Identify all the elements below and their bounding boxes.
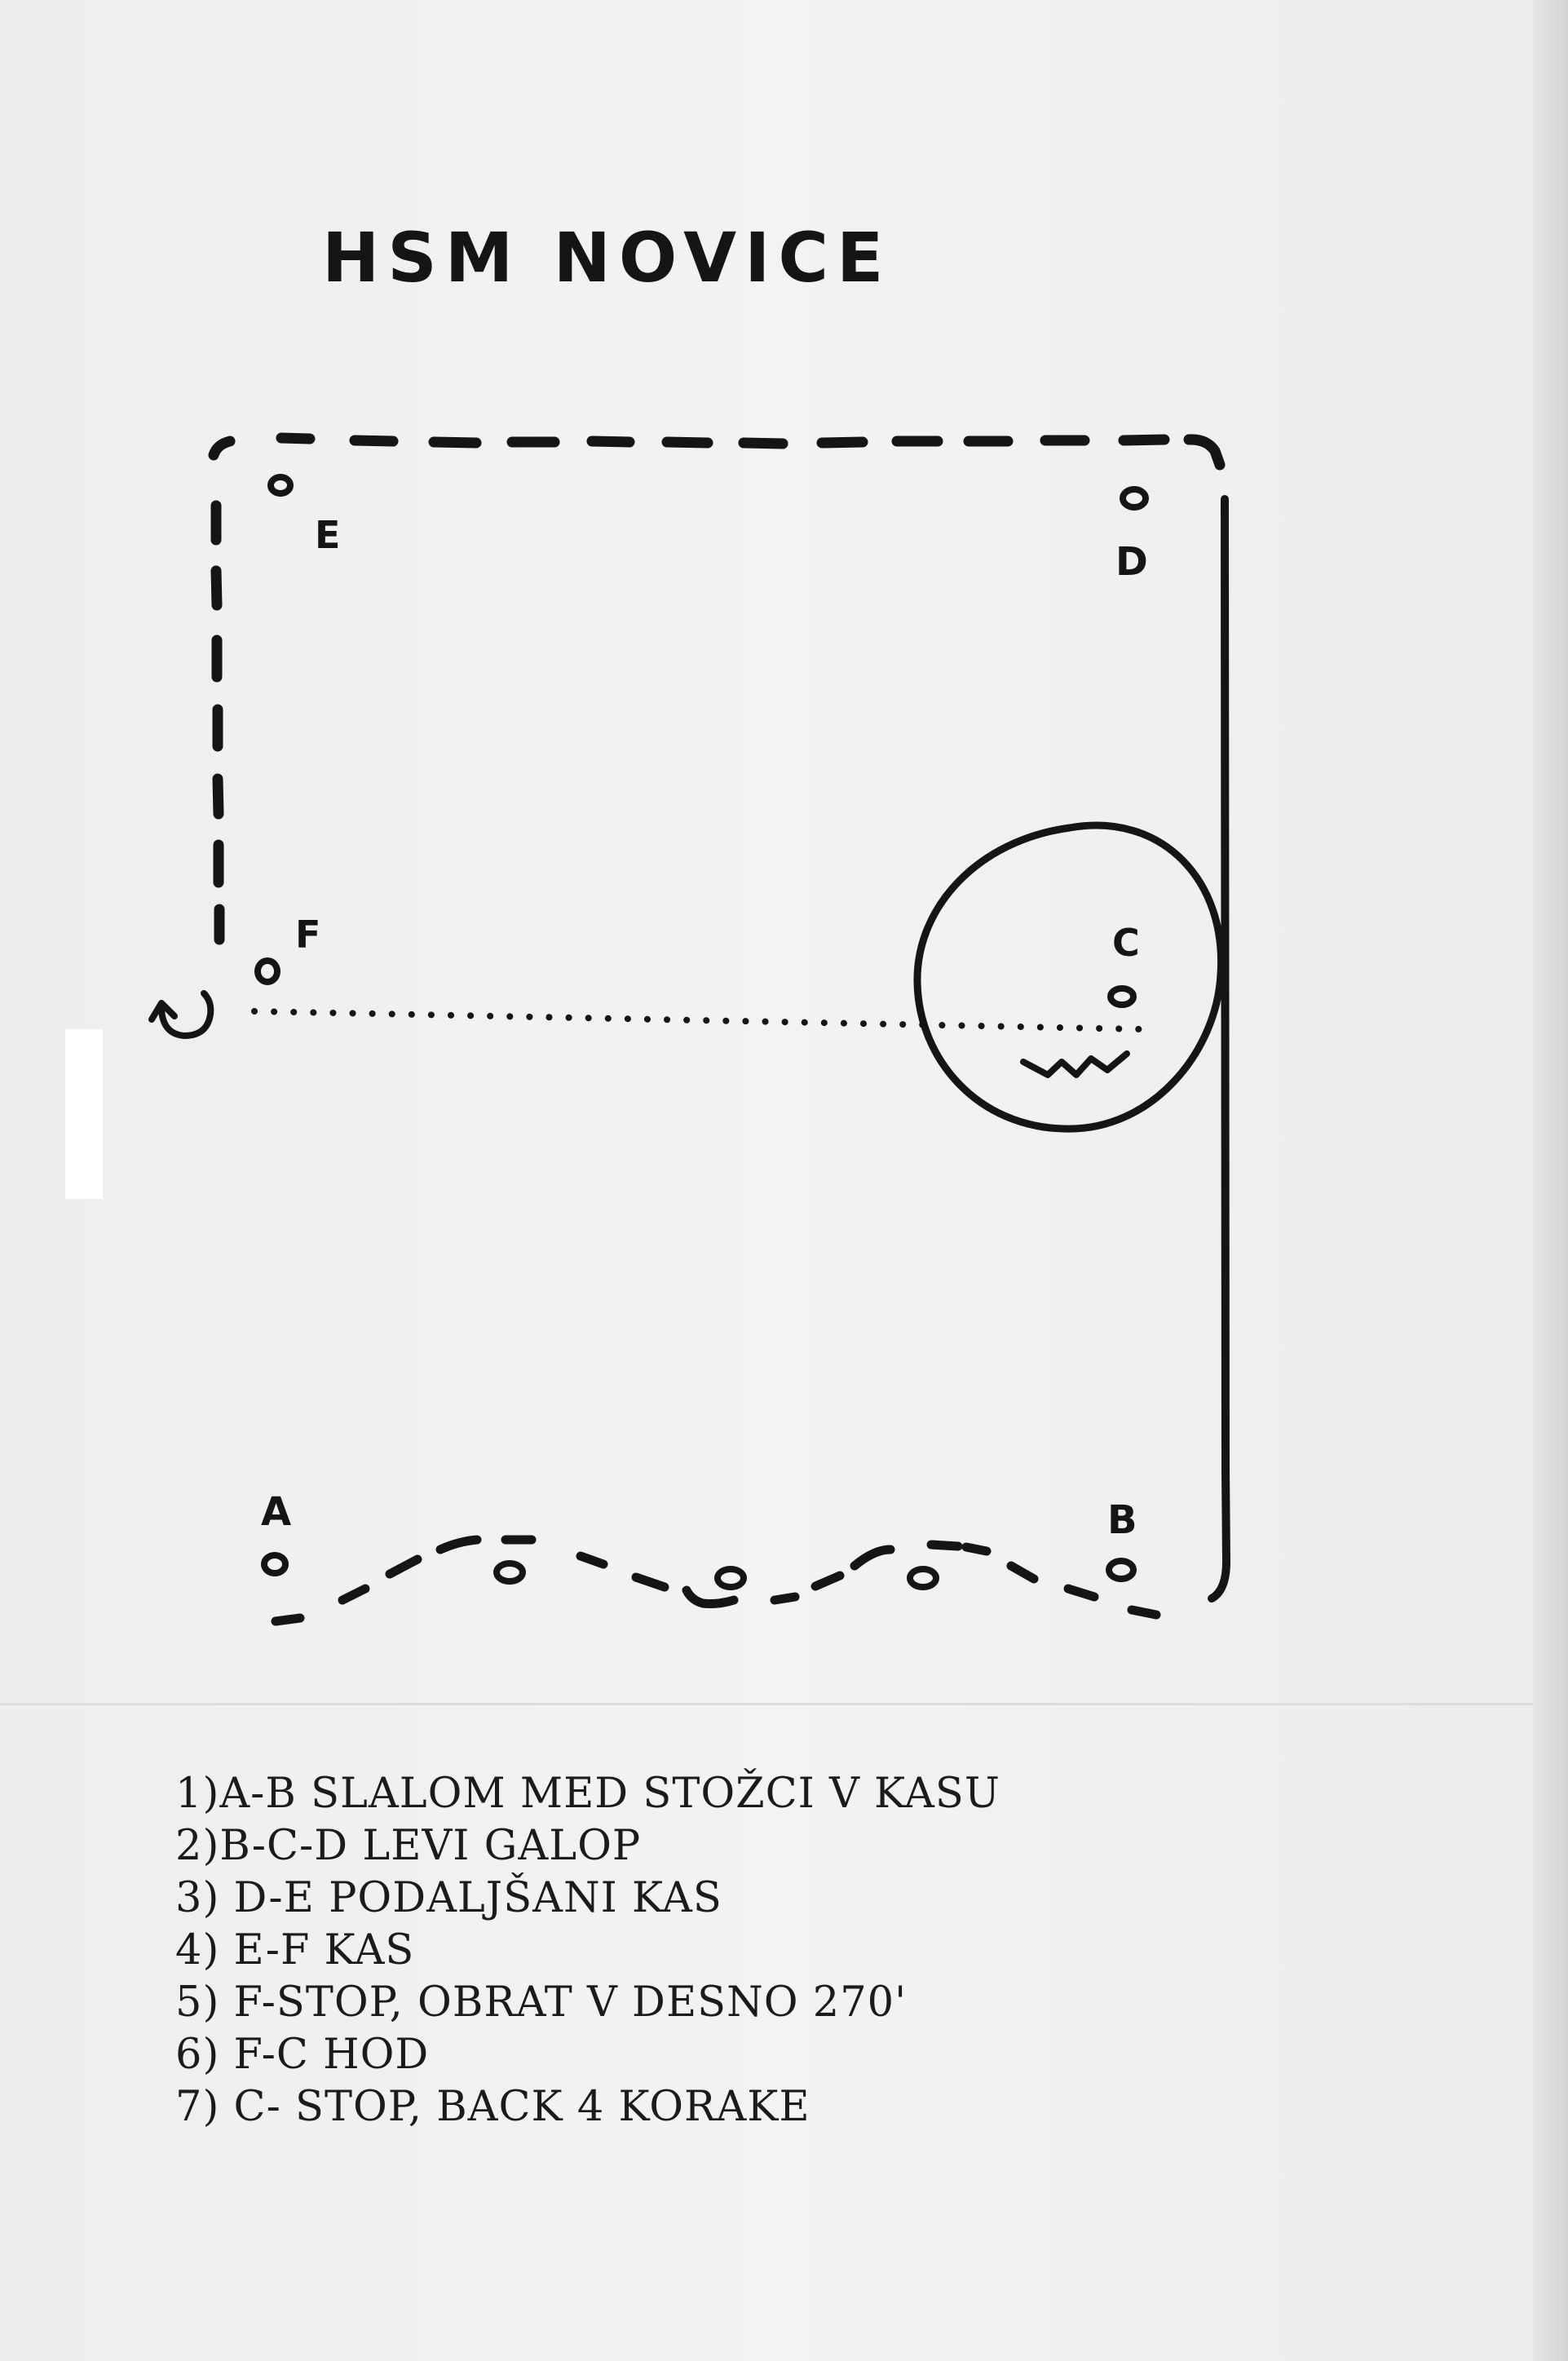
- marker-f: F: [295, 913, 320, 957]
- marker-a: A: [261, 1489, 291, 1535]
- instruction-item: 5) F-STOP, OBRAT V DESNO 270': [175, 1979, 908, 2027]
- cone-slalom-2: [714, 1566, 747, 1590]
- diagram-title: HSM NOVICE: [322, 218, 891, 298]
- instruction-item: 1)A-B SLALOM MED STOŽCI V KASU: [175, 1770, 1000, 1818]
- cone-d: [1120, 486, 1149, 511]
- instruction-item: 3) D-E PODALJŠANI KAS: [175, 1874, 722, 1922]
- light-glare: [65, 1029, 103, 1199]
- instruction-list: 1)A-B SLALOM MED STOŽCI V KASU 2)B-C-D L…: [175, 1768, 1000, 2133]
- cone-slalom-1: [493, 1560, 526, 1585]
- turn-arrow-icon: [148, 990, 214, 1039]
- instruction-item: 4) E-F KAS: [175, 1926, 415, 1974]
- instruction-item: 2)B-C-D LEVI GALOP: [175, 1822, 642, 1870]
- path-top-dashed: [208, 432, 1226, 471]
- circle-at-c: [913, 821, 1226, 1133]
- instruction-item: 7) C- STOP, BACK 4 KORAKE: [175, 2083, 811, 2131]
- cone-e: [267, 474, 294, 497]
- instruction-item: 6) F-C HOD: [175, 2031, 430, 2079]
- cone-c: [1107, 985, 1137, 1008]
- path-left-dashed: [210, 500, 225, 945]
- marker-d: D: [1115, 539, 1148, 585]
- cone-f: [254, 957, 280, 985]
- paper-edge: [1533, 0, 1568, 2361]
- cone-a: [261, 1552, 289, 1576]
- cone-b: [1106, 1558, 1137, 1582]
- path-bottom-slalom: [271, 1535, 1161, 1626]
- cones: [254, 474, 1149, 1590]
- cone-slalom-3: [907, 1566, 939, 1590]
- marker-e: E: [315, 513, 340, 557]
- paper-fold-line: [0, 1703, 1533, 1705]
- path-right-solid: [1208, 495, 1231, 1603]
- marker-b: B: [1107, 1497, 1137, 1543]
- zigzag-back-up: [1020, 1050, 1130, 1078]
- marker-c: C: [1112, 921, 1140, 965]
- path-dotted-f-to-c: [251, 1008, 1145, 1032]
